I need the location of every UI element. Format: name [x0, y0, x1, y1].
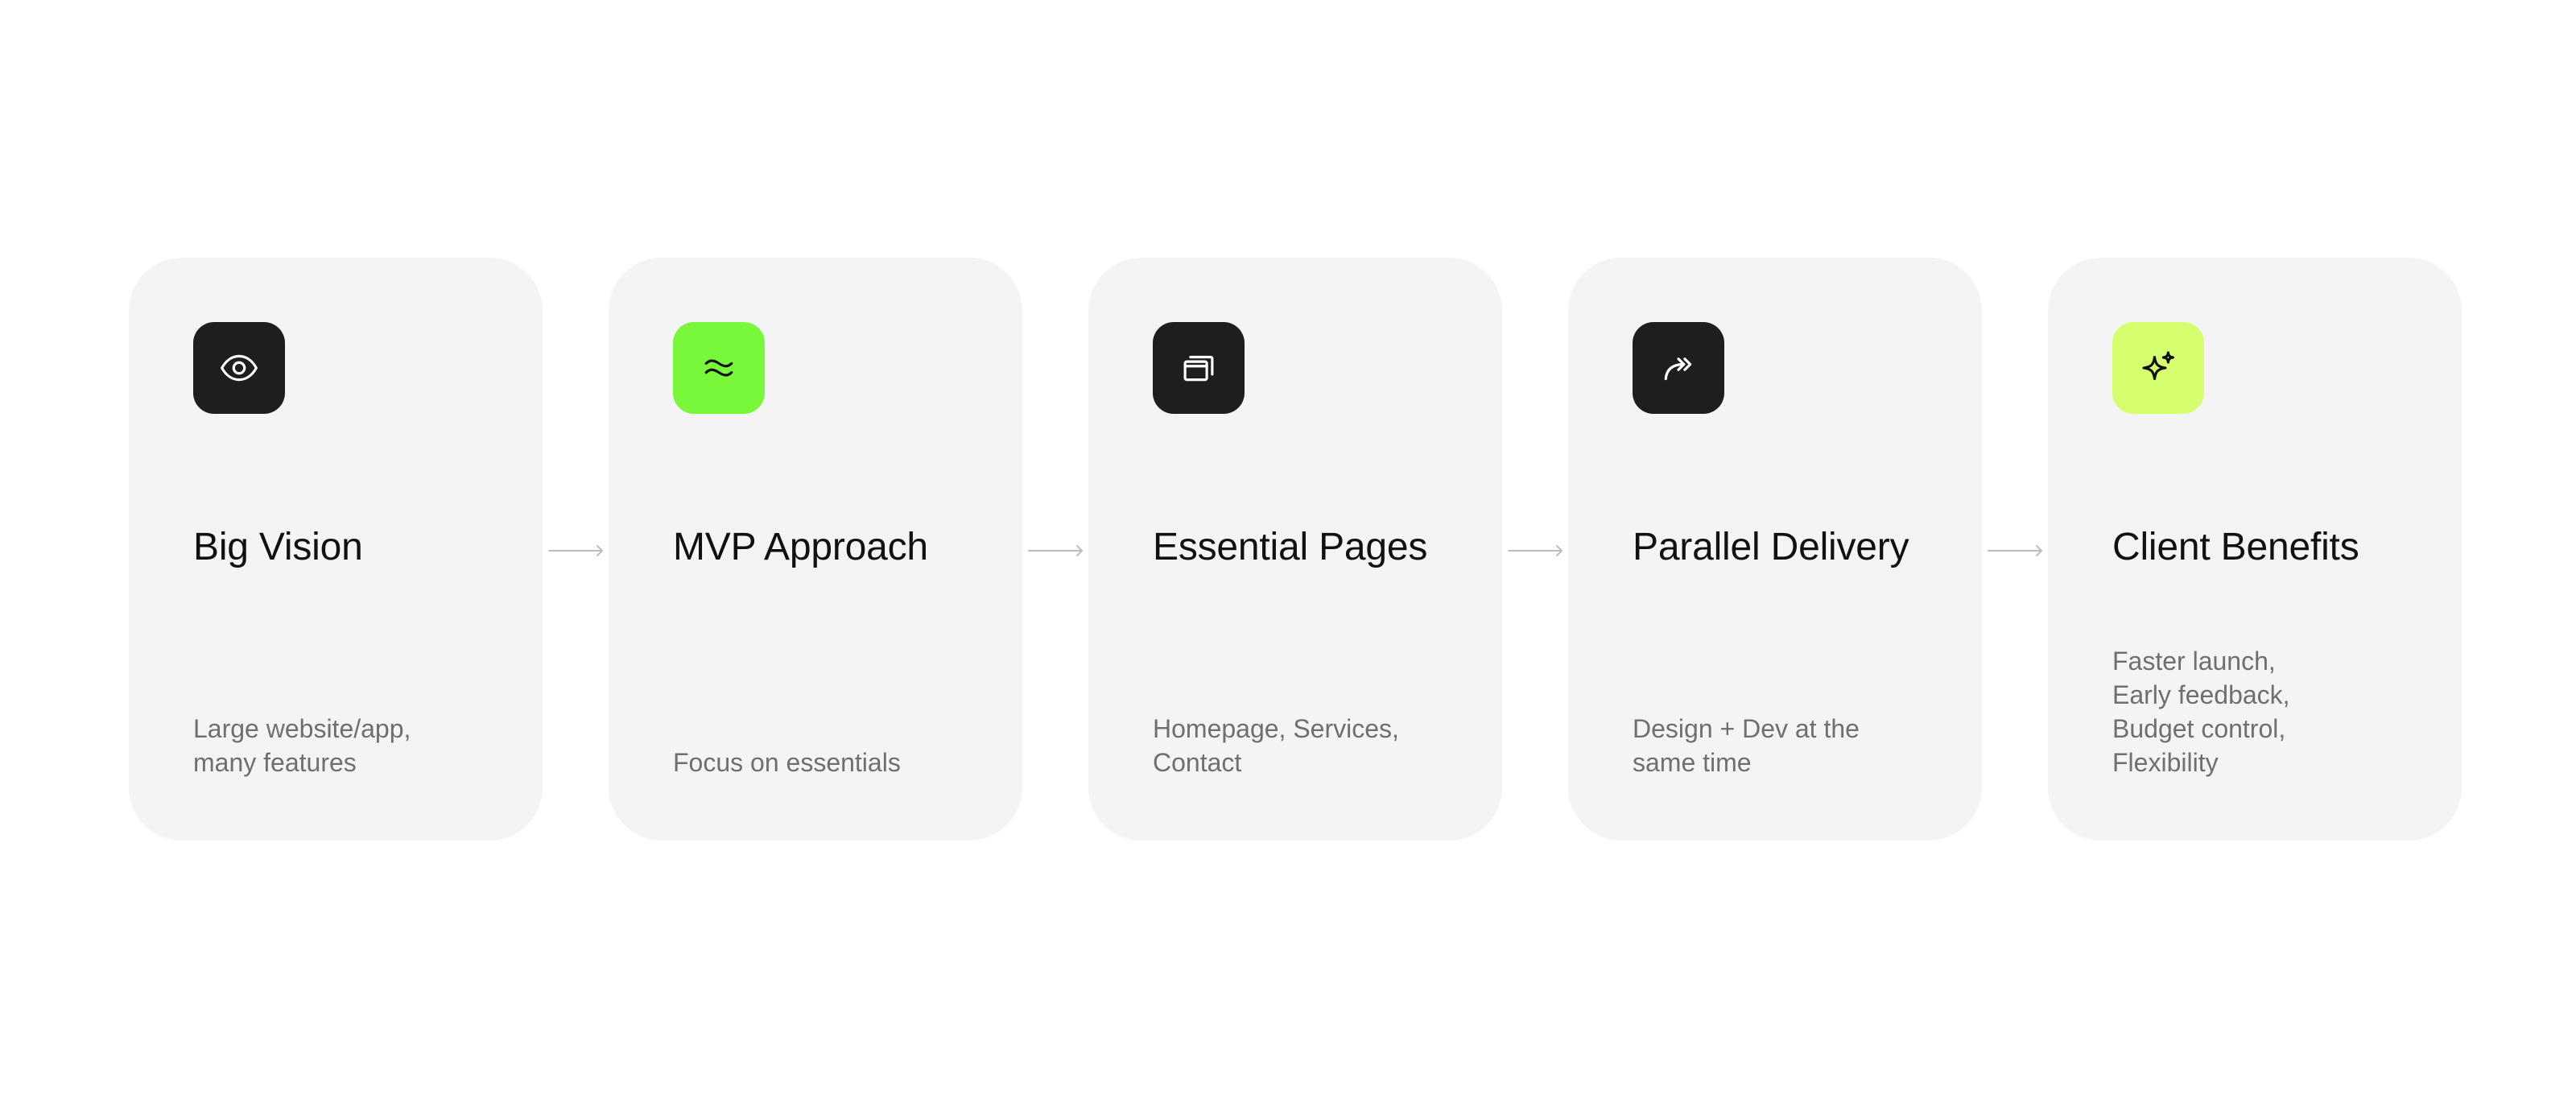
step-title: Parallel Delivery [1633, 526, 1909, 568]
arrow-right-icon [1028, 545, 1083, 556]
process-flow: Big Vision Large website/app, many featu… [129, 258, 2462, 841]
step-card-client-benefits: Client Benefits Faster launch, Early fee… [2048, 258, 2462, 841]
icon-tile [1633, 322, 1724, 414]
step-card-parallel-delivery: Parallel Delivery Design + Dev at the sa… [1568, 258, 1982, 841]
icon-tile [1153, 322, 1245, 414]
step-description: Focus on essentials [673, 746, 979, 779]
step-description-line: Faster launch, [2112, 647, 2276, 676]
step-description: Design + Dev at the same time [1633, 712, 1938, 779]
step-description: Large website/app, many features [193, 712, 499, 779]
step-title: Essential Pages [1153, 526, 1428, 568]
step-card-essential-pages: Essential Pages Homepage, Services, Cont… [1088, 258, 1502, 841]
step-description: Homepage, Services, Contact [1153, 712, 1459, 779]
sparkles-icon [2142, 351, 2175, 381]
icon-tile [193, 322, 285, 414]
double-arrow-forward-icon [1664, 357, 1692, 381]
step-description-line: many features [193, 748, 357, 777]
arrow-right-icon [1508, 545, 1563, 556]
icon-tile [2112, 322, 2204, 414]
step-card-big-vision: Big Vision Large website/app, many featu… [129, 258, 543, 841]
step-description-line: same time [1633, 748, 1752, 777]
step-title: MVP Approach [673, 526, 928, 568]
step-description-line: Focus on essentials [673, 748, 901, 777]
step-description-line: Large website/app, [193, 714, 411, 743]
step-description-line: Design + Dev at the [1633, 714, 1860, 743]
arrow-right-icon [548, 545, 603, 556]
stacked-pages-icon [1183, 355, 1214, 382]
step-description-line: Homepage, Services, [1153, 714, 1399, 743]
icon-tile [673, 322, 765, 414]
step-description-line: Flexibility [2112, 748, 2219, 777]
step-description-line: Early feedback, [2112, 680, 2290, 709]
step-description: Faster launch, Early feedback, Budget co… [2112, 644, 2418, 779]
step-card-mvp-approach: MVP Approach Focus on essentials [609, 258, 1022, 841]
eye-icon [221, 354, 258, 382]
approximately-icon [704, 359, 733, 377]
arrow-right-icon [1988, 545, 2042, 556]
step-description-line: Budget control, [2112, 714, 2286, 743]
step-description-line: Contact [1153, 748, 1242, 777]
step-title: Big Vision [193, 526, 363, 568]
step-title: Client Benefits [2112, 526, 2359, 568]
